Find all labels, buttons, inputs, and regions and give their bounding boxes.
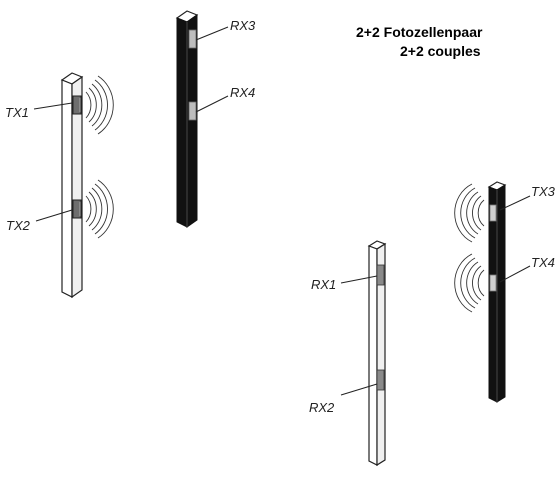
post-tx1-tx2 xyxy=(60,72,84,299)
signal-waves-tx2 xyxy=(85,179,114,239)
sensor-tx1 xyxy=(72,95,82,115)
leader-tx1 xyxy=(33,102,73,110)
diagram-title-line-2: 2+2 couples xyxy=(400,43,481,59)
leader-rx3 xyxy=(195,26,229,41)
sensor-tx4 xyxy=(489,274,497,292)
signal-waves-tx3 xyxy=(454,183,485,243)
signal-waves-tx4 xyxy=(454,253,485,313)
sensor-tx3 xyxy=(489,204,497,222)
sensor-rx1 xyxy=(376,264,385,286)
leader-tx3 xyxy=(499,195,531,211)
post-tx3-tx4 xyxy=(487,181,507,403)
leader-rx2 xyxy=(340,383,378,396)
label-tx3: TX3 xyxy=(531,184,555,199)
post-rx1-rx2 xyxy=(367,240,387,467)
leader-tx4 xyxy=(499,265,531,283)
leader-tx2 xyxy=(35,209,73,222)
label-rx1: RX1 xyxy=(311,277,336,292)
label-rx3: RX3 xyxy=(230,18,256,33)
sensor-rx3 xyxy=(188,29,197,49)
label-rx4: RX4 xyxy=(230,85,255,100)
label-tx2: TX2 xyxy=(6,218,31,233)
signal-waves-tx1 xyxy=(85,75,114,135)
label-rx2: RX2 xyxy=(309,400,335,415)
post-rx3-rx4 xyxy=(175,10,199,228)
sensor-rx2 xyxy=(376,369,385,391)
leader-rx4 xyxy=(195,95,229,113)
label-tx1: TX1 xyxy=(5,105,29,120)
label-tx4: TX4 xyxy=(531,255,555,270)
sensor-tx2 xyxy=(72,199,82,219)
diagram-title-line-1: 2+2 Fotozellenpaar xyxy=(356,24,483,40)
leader-rx1 xyxy=(340,275,378,284)
sensor-rx4 xyxy=(188,101,197,121)
